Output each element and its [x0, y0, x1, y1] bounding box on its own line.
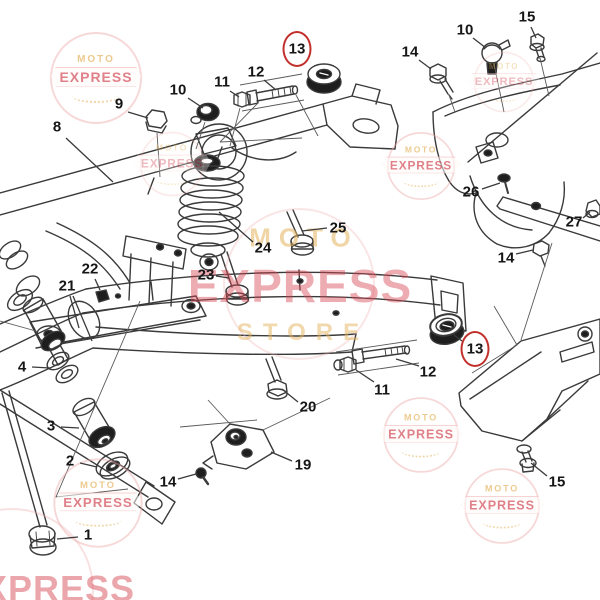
part-label-8-4: 8 [52, 118, 62, 136]
part-label-13-9: 13 [288, 40, 306, 58]
part-label-11-24: 11 [374, 381, 390, 399]
part-label-12-8: 12 [247, 63, 265, 81]
rear-fender-panel [432, 52, 600, 267]
part-label-9-5: 9 [114, 95, 124, 113]
part-label-27-14: 27 [565, 213, 583, 231]
part-label-14-23: 14 [159, 473, 177, 491]
part-label-10-6: 10 [169, 81, 187, 99]
part-label-15-12: 15 [518, 8, 536, 26]
axle-flange-nut [429, 313, 465, 346]
part-label-22-19: 22 [81, 260, 99, 278]
fender-fasteners [429, 33, 546, 100]
shock-absorber [177, 123, 248, 271]
part-label-26-13: 26 [462, 183, 480, 201]
axle-bolt-group [333, 345, 411, 373]
part-label-20-22: 20 [299, 398, 317, 416]
shock-top-fasteners [145, 63, 342, 134]
highlight-circle-13 [460, 331, 490, 367]
part-label-2-1: 2 [65, 452, 75, 470]
part-label-21-20: 21 [58, 277, 76, 295]
part-label-24-16: 24 [254, 239, 272, 257]
part-label-14-10: 14 [401, 43, 419, 61]
part-label-10-11: 10 [456, 21, 474, 39]
part-label-14-15: 14 [497, 249, 515, 267]
part-label-15-27: 15 [548, 473, 566, 491]
part-label-23-18: 23 [197, 266, 215, 284]
highlight-circle-13 [282, 31, 312, 67]
swingarm-main-body [0, 222, 467, 525]
part-label-1-0: 1 [83, 526, 93, 544]
part-label-12-25: 12 [419, 363, 437, 381]
part-label-4-3: 4 [17, 358, 27, 376]
part-label-13-26: 13 [466, 340, 484, 358]
upper-swingarm-tube [0, 83, 399, 216]
linkage-bolts [220, 209, 315, 400]
part-label-25-17: 25 [329, 219, 347, 237]
part-label-11-7: 11 [214, 73, 230, 91]
lower-chain-guard [458, 318, 600, 473]
part-label-19-21: 19 [294, 456, 312, 474]
part-label-3-2: 3 [46, 417, 56, 435]
chain-guide-plate [195, 423, 275, 486]
assembly-construction-lines [0, 57, 553, 498]
pivot-hardware-stack [0, 240, 131, 556]
